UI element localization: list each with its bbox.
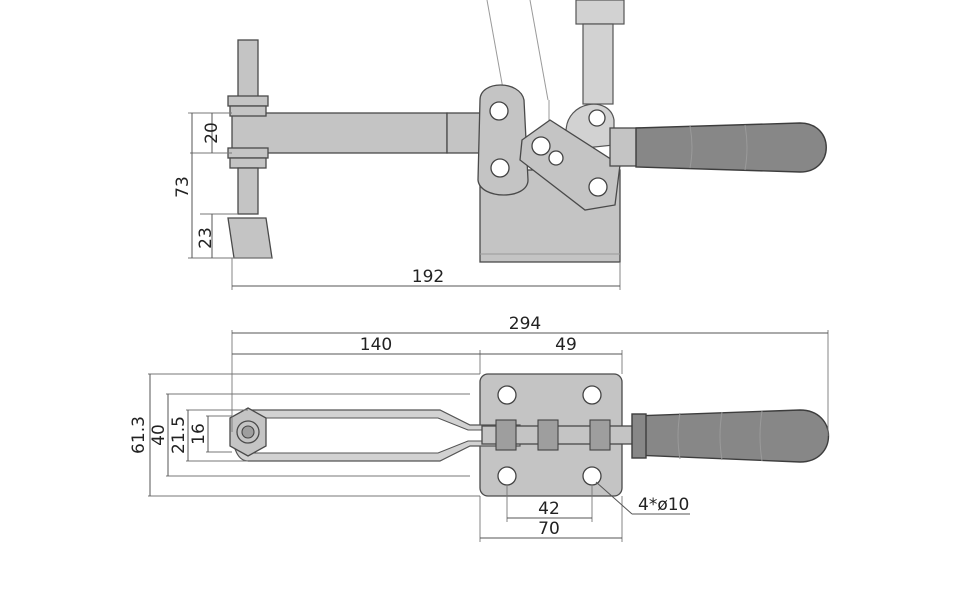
side-view: 20 73 23 192 bbox=[173, 0, 827, 290]
dim-mount-holes: 4*ø10 bbox=[638, 495, 689, 515]
side-nut-lower-2 bbox=[229, 157, 267, 169]
dim-slot-width: 21.5 bbox=[169, 416, 189, 454]
side-handle-grip bbox=[635, 122, 827, 173]
side-pivot-hole-2 bbox=[490, 158, 510, 178]
dim-tip-height: 23 bbox=[196, 227, 216, 249]
top-handle-grip bbox=[633, 409, 830, 463]
side-grip-ribs bbox=[689, 124, 748, 171]
mount-hole-3 bbox=[497, 466, 517, 486]
top-link-2 bbox=[537, 419, 559, 451]
dim-base-width: 61.3 bbox=[129, 416, 149, 454]
side-upper-link bbox=[477, 84, 529, 196]
dim-base-length: 70 bbox=[538, 519, 560, 539]
top-view: 294 140 49 61.3 40 21.5 16 42 70 bbox=[129, 314, 830, 542]
dim-reach-length: 192 bbox=[412, 267, 444, 287]
hole-leader-line bbox=[595, 481, 633, 515]
ghost-handle-shaft bbox=[582, 23, 614, 105]
ghost-pivot-hole bbox=[588, 109, 606, 127]
side-spindle-tip bbox=[227, 217, 273, 259]
ghost-handle-top bbox=[575, 0, 625, 25]
top-grip-collar bbox=[631, 413, 647, 459]
side-pivot-hole-1 bbox=[489, 101, 509, 121]
dim-overall-length: 294 bbox=[509, 314, 541, 334]
side-spindle-bottom bbox=[237, 167, 259, 215]
top-arm-slot bbox=[240, 417, 521, 454]
side-pivot-hole-5 bbox=[588, 177, 608, 197]
top-spindle-end bbox=[241, 425, 255, 439]
side-pivot-hole-3 bbox=[531, 136, 551, 156]
mount-hole-1 bbox=[497, 385, 517, 405]
mount-hole-4 bbox=[582, 466, 602, 486]
side-arm-joint bbox=[446, 112, 482, 154]
top-grip-ribs bbox=[677, 410, 763, 462]
dim-bar-width: 40 bbox=[149, 424, 169, 446]
side-arm bbox=[231, 112, 448, 154]
side-spindle-top bbox=[237, 39, 259, 101]
mount-hole-2 bbox=[582, 385, 602, 405]
dim-spindle-dia: 16 bbox=[189, 423, 209, 445]
side-nut-upper-2 bbox=[229, 105, 267, 117]
side-pivot-hole-4 bbox=[548, 150, 564, 166]
ghost-arm-line bbox=[486, 0, 506, 101]
dim-spindle-total: 73 bbox=[173, 176, 193, 198]
side-nut-lower-1 bbox=[227, 147, 269, 159]
side-handle-neck bbox=[609, 127, 641, 167]
dim-spindle-gap: 20 bbox=[202, 122, 222, 144]
top-link-1 bbox=[495, 419, 517, 451]
dim-arm-length: 140 bbox=[360, 335, 392, 355]
side-nut-upper-1 bbox=[227, 95, 269, 107]
dim-base-offset: 49 bbox=[555, 335, 577, 355]
dim-hole-spacing: 42 bbox=[538, 499, 560, 519]
top-link-3 bbox=[589, 419, 611, 451]
ghost-arm-line bbox=[529, 0, 549, 101]
